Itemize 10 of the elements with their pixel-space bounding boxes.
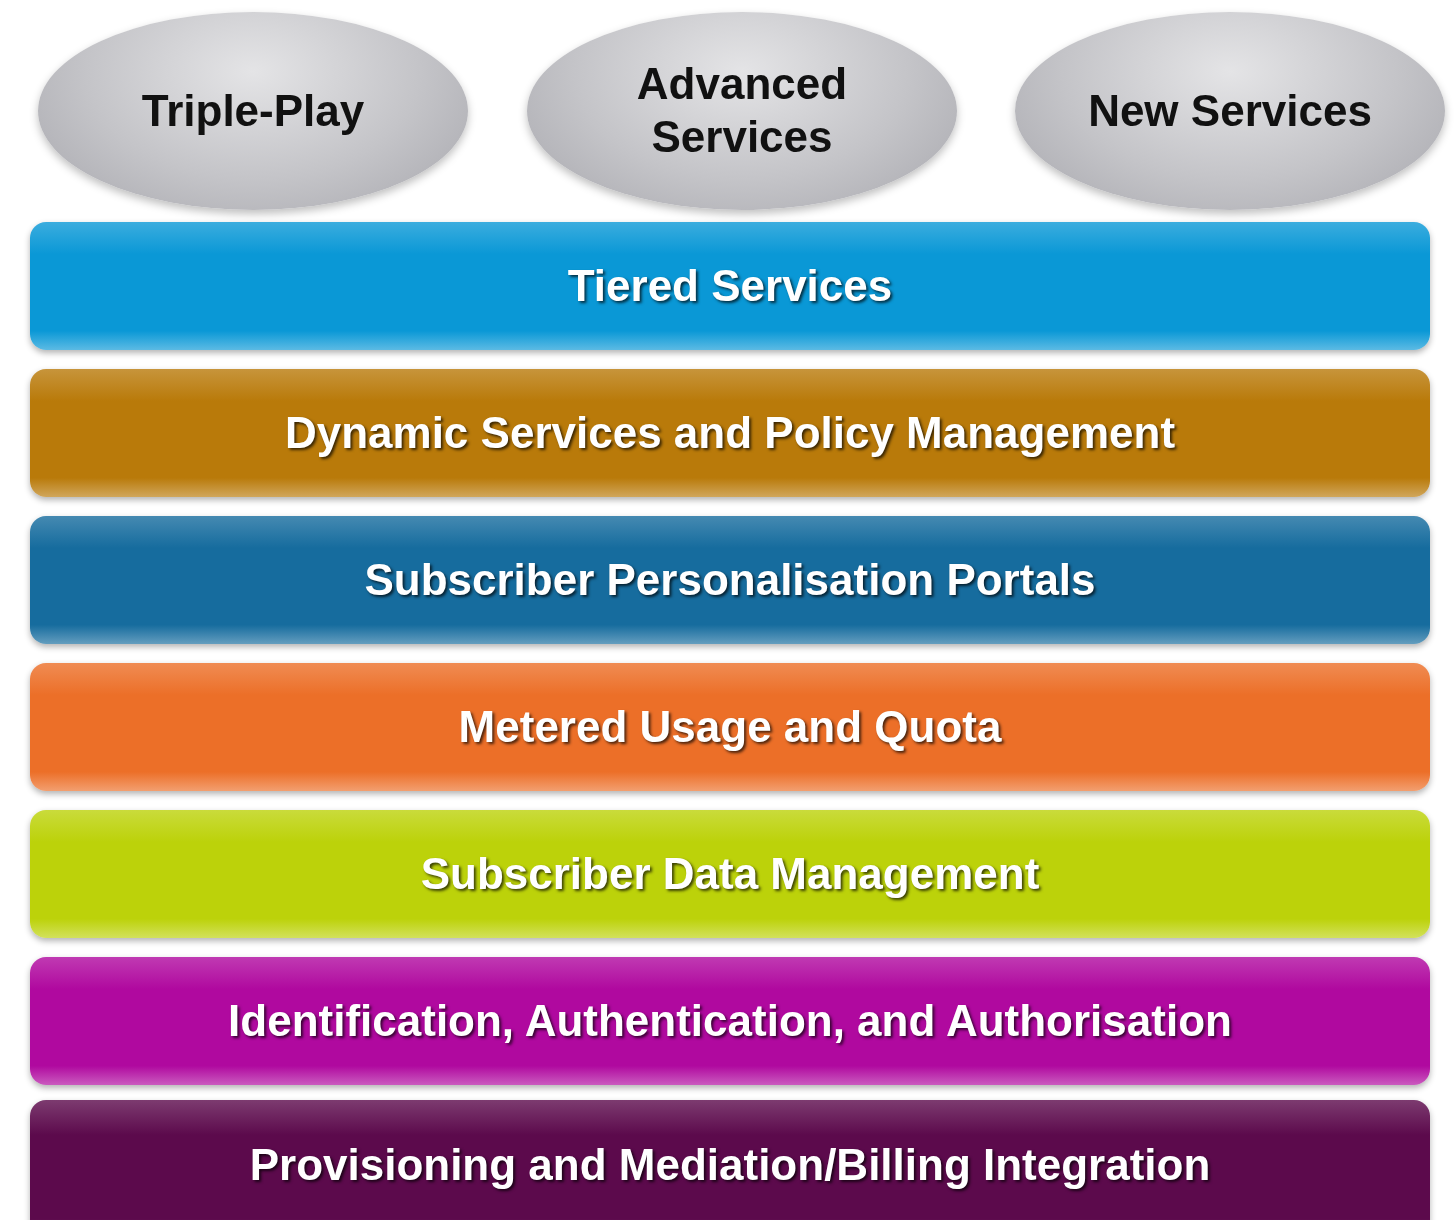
service-ellipse: Advanced Services bbox=[527, 12, 957, 210]
layer-bar: Tiered Services bbox=[30, 222, 1430, 350]
service-ellipse: Triple-Play bbox=[38, 12, 468, 210]
service-ellipse: New Services bbox=[1015, 12, 1445, 210]
layer-bar: Subscriber Personalisation Portals bbox=[30, 516, 1430, 644]
layer-bar: Metered Usage and Quota bbox=[30, 663, 1430, 791]
layer-bar: Provisioning and Mediation/Billing Integration bbox=[30, 1100, 1430, 1220]
layer-bar: Subscriber Data Management bbox=[30, 810, 1430, 938]
layer-bar: Identification, Authentication, and Authorisation bbox=[30, 957, 1430, 1085]
layer-bar: Dynamic Services and Policy Management bbox=[30, 369, 1430, 497]
